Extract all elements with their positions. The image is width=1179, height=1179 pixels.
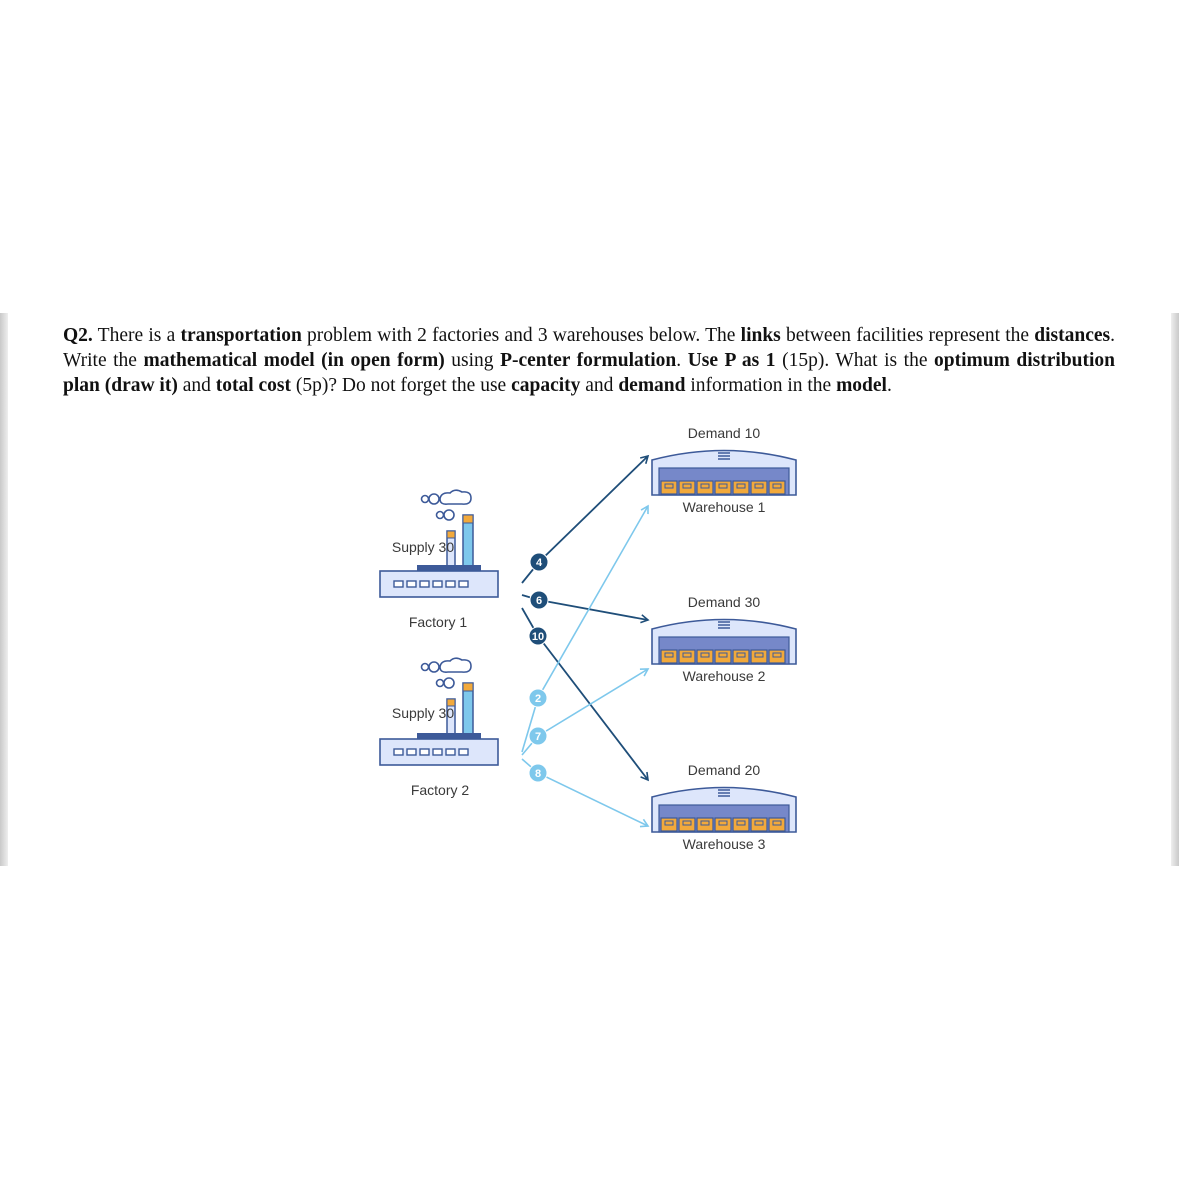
question-fragment: . Write the xyxy=(63,325,1115,371)
warehouse-icon xyxy=(651,449,797,496)
question-emphasis: total cost xyxy=(215,375,292,396)
page-edge-right xyxy=(1171,313,1179,866)
question-number: Q2. xyxy=(63,325,93,346)
question-fragment: problem with 2 factories and 3 warehouse… xyxy=(301,325,741,346)
question-fragment: . xyxy=(886,375,892,396)
factory-name-label: Factory 1 xyxy=(409,614,468,630)
warehouse-demand-label: Demand 10 xyxy=(688,425,761,441)
distance-badge xyxy=(529,552,549,572)
warehouse-1: Demand 10 Warehouse 1 xyxy=(651,425,797,515)
question-text: Q2. There is a transportation problem wi… xyxy=(63,323,1115,398)
warehouse-name-label: Warehouse 2 xyxy=(683,668,766,684)
factory-supply-label: Supply 30 xyxy=(392,705,454,721)
question-emphasis: capacity xyxy=(511,375,581,396)
warehouse-name-label: Warehouse 3 xyxy=(683,836,766,852)
distance-label: 10 xyxy=(532,631,544,643)
distance-label: 8 xyxy=(535,768,541,780)
distance-badge xyxy=(528,763,548,783)
question-emphasis: distances xyxy=(1034,325,1111,346)
question-emphasis: links xyxy=(740,325,781,346)
distance-badge xyxy=(528,626,548,646)
distance-label: 6 xyxy=(536,595,542,607)
distance-badge xyxy=(528,688,548,708)
factory-supply-label: Supply 30 xyxy=(392,539,454,555)
question-fragment: and xyxy=(177,375,216,396)
question-emphasis: demand xyxy=(618,375,686,396)
page-edge-left xyxy=(0,313,8,866)
question-emphasis: optimum distribution plan (draw it) xyxy=(63,350,1116,396)
warehouse-icon xyxy=(651,618,797,665)
question-emphasis: P-center formulation xyxy=(500,350,677,371)
question-fragment: and xyxy=(580,375,619,396)
warehouse-icon xyxy=(651,786,797,833)
warehouse-demand-label: Demand 20 xyxy=(688,762,761,778)
distance-label: 2 xyxy=(535,693,541,705)
question-fragment: (15p). What is the xyxy=(775,350,935,371)
warehouse-3: Demand 20 Warehouse 3 xyxy=(651,762,797,852)
warehouse-demand-label: Demand 30 xyxy=(688,594,761,610)
warehouse-2: Demand 30 Warehouse 2 xyxy=(651,594,797,684)
question-emphasis: mathematical model (in open form) xyxy=(143,350,445,371)
factory-2: Supply 30 Factory 2 xyxy=(379,657,499,798)
question-emphasis: model xyxy=(836,375,887,396)
distance-badge xyxy=(529,590,549,610)
distance-label: 7 xyxy=(535,731,541,743)
warehouse-name-label: Warehouse 1 xyxy=(683,499,766,515)
distance-badges: 4 6 10 2 7 8 xyxy=(528,552,549,783)
question-fragment: . xyxy=(676,350,688,371)
factory-name-label: Factory 2 xyxy=(411,782,470,798)
factory-1: Supply 30 Factory 1 xyxy=(379,489,499,630)
question-emphasis: Use P as 1 xyxy=(687,350,776,371)
distance-badge xyxy=(528,726,548,746)
question-fragment: (5p)? Do not forget the use xyxy=(291,375,512,396)
question-emphasis: transportation xyxy=(180,325,302,346)
distance-label: 4 xyxy=(536,557,543,569)
question-fragment: information in the xyxy=(685,375,837,396)
question-fragment: using xyxy=(444,350,501,371)
question-fragment: There is a xyxy=(92,325,181,346)
question-fragment: between facilities represent the xyxy=(780,325,1035,346)
